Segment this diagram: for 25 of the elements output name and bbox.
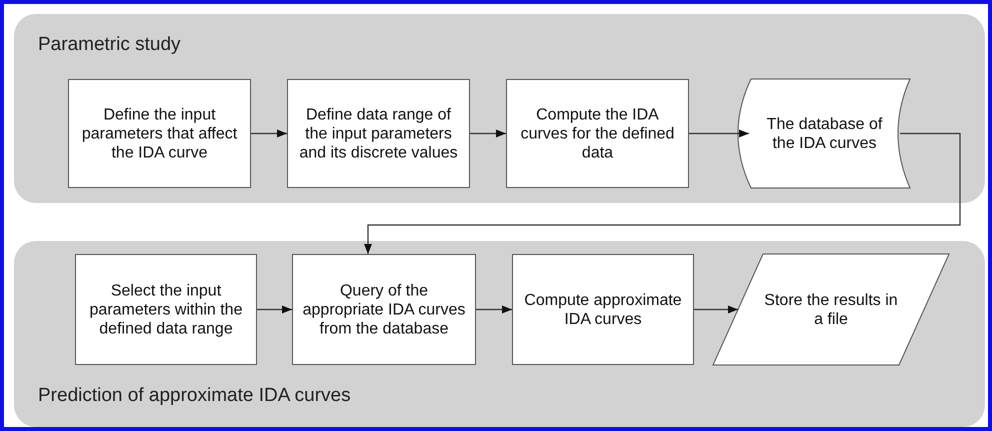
arrow (364, 132, 961, 254)
step-text: Select the input parameters within the defined data range (88, 281, 244, 338)
arrow (251, 130, 287, 138)
arrow (694, 306, 738, 314)
group-heading: Prediction of approximate IDA curves (38, 385, 351, 407)
arrow (476, 306, 512, 314)
arrow (689, 130, 749, 138)
step-text: Define data range of the input parameters and its discrete values (298, 105, 459, 162)
process-box (506, 79, 689, 188)
process-box (287, 79, 470, 188)
group-panel (14, 241, 985, 427)
process-box (68, 79, 251, 188)
step-text: Query of the appropriate IDA curves from the database (302, 281, 466, 338)
step-text: Store the results in a file (763, 290, 899, 328)
process-box (75, 254, 257, 365)
group-panel (14, 14, 985, 203)
process-box (292, 254, 476, 365)
step-text: Compute the IDA curves for the defined data (520, 105, 676, 162)
process-box (512, 254, 694, 365)
arrow (257, 306, 292, 314)
arrow (470, 130, 506, 138)
step-text: Compute approximate IDA curves (523, 290, 683, 328)
step-text: The database of the IDA curves (766, 114, 884, 152)
group-heading: Parametric study (38, 34, 181, 56)
step-text: Define the input parameters that affect the IDA curve (80, 105, 238, 162)
